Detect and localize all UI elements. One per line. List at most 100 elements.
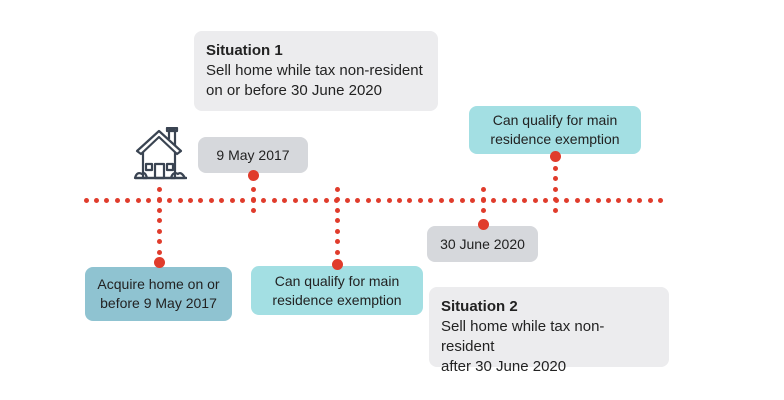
date-9-may-2017: 9 May 2017 — [198, 137, 308, 173]
timeline-marker — [549, 150, 561, 162]
timeline-dot — [177, 197, 183, 203]
timeline-dot — [574, 197, 580, 203]
timeline-dot — [459, 197, 465, 203]
timeline-dot — [491, 197, 497, 203]
timeline-dot — [146, 197, 152, 203]
timeline-dot — [250, 207, 256, 213]
timeline-dot — [250, 197, 256, 202]
timeline-dot — [616, 197, 622, 203]
timeline-dot — [156, 228, 162, 234]
timeline-marker — [331, 258, 343, 270]
timeline-marker — [153, 256, 165, 268]
timeline-dot — [449, 197, 455, 203]
situation-1-line1: Sell home while tax non-resident — [206, 62, 423, 79]
timeline-dot — [647, 197, 653, 203]
timeline-dot — [323, 197, 329, 203]
timeline-dot — [334, 239, 340, 244]
situation-1-box: Situation 1 Sell home while tax non-resi… — [194, 31, 438, 111]
acquire-line1: Acquire home on or — [97, 276, 220, 292]
timeline-dot — [188, 197, 193, 203]
timeline-dot — [344, 197, 350, 203]
acquire-line2: before 9 May 2017 — [100, 295, 217, 311]
timeline-marker — [247, 169, 259, 181]
timeline-dot — [156, 249, 162, 255]
timeline-dot — [240, 197, 246, 203]
timeline-dot — [501, 197, 507, 203]
timeline-dot — [198, 197, 204, 203]
timeline-dot — [480, 186, 486, 192]
situation-1-line2: on or before 30 June 2020 — [206, 82, 382, 99]
timeline-dot — [114, 197, 120, 203]
timeline-dot — [208, 197, 214, 203]
timeline-dot — [156, 239, 162, 244]
timeline-dot — [156, 218, 162, 223]
timeline-dot — [334, 218, 340, 223]
timeline-dot — [365, 197, 371, 203]
timeline-dot — [595, 197, 601, 203]
timeline-dot — [397, 197, 402, 203]
timeline-dot — [658, 197, 664, 203]
timeline-dot — [511, 197, 517, 203]
timeline-dot — [355, 197, 361, 203]
situation-2-title: Situation 2 — [441, 298, 518, 315]
timeline-dot — [552, 186, 558, 192]
timeline-dot — [302, 197, 308, 203]
timeline-dot — [334, 249, 340, 255]
timeline-dot — [543, 197, 549, 203]
timeline-dot — [271, 197, 277, 203]
exemption-lower-line1: Can qualify for main — [274, 272, 400, 289]
timeline-dot — [156, 207, 162, 213]
timeline-dot — [552, 165, 558, 171]
situation-2-line1: Sell home while tax non-resident — [441, 318, 605, 355]
timeline-dot — [564, 197, 570, 203]
timeline-dot — [229, 197, 235, 203]
exemption-upper-box: Can qualify for main residence exemption — [469, 106, 641, 154]
acquire-box: Acquire home on or before 9 May 2017 — [85, 267, 232, 321]
timeline-dot — [334, 207, 340, 213]
timeline-dot — [104, 197, 110, 203]
house-icon — [133, 127, 187, 180]
timeline-dot — [135, 197, 141, 203]
timeline-dot — [532, 197, 538, 203]
timeline-dot — [552, 197, 558, 202]
exemption-lower-box: Can qualify for main residence exemption — [251, 266, 423, 315]
timeline-dot — [93, 197, 99, 203]
exemption-upper-line2: residence exemption — [490, 131, 620, 147]
timeline-dot — [417, 197, 423, 203]
timeline-dot — [480, 207, 486, 213]
situation-2-box: Situation 2 Sell home while tax non-resi… — [429, 287, 669, 375]
timeline-dot — [438, 197, 444, 203]
timeline-dot — [125, 197, 131, 203]
timeline-dot — [480, 197, 486, 202]
date-30-june-2020: 30 June 2020 — [427, 226, 538, 262]
timeline-dot — [552, 207, 558, 213]
timeline-dot — [261, 197, 267, 203]
timeline-dot — [606, 197, 611, 203]
timeline-dot — [219, 197, 225, 203]
timeline-dot — [552, 176, 558, 181]
timeline-dot — [376, 197, 382, 203]
timeline-dot — [83, 197, 89, 203]
timeline-dot — [585, 197, 591, 203]
timeline-dot — [522, 197, 528, 203]
situation-2-line2: after 30 June 2020 — [441, 358, 567, 375]
timeline-dot — [334, 228, 340, 234]
date-30-june-2020-label: 30 June 2020 — [440, 235, 525, 252]
timeline-dot — [637, 197, 643, 203]
timeline-dot — [167, 197, 173, 203]
timeline-dot — [428, 197, 434, 203]
timeline-dot — [470, 197, 476, 203]
exemption-lower-line2: residence exemption — [272, 291, 402, 308]
timeline-dot — [386, 197, 392, 203]
date-9-may-2017-label: 9 May 2017 — [216, 146, 290, 163]
timeline-dot — [156, 186, 162, 192]
timeline-dot — [334, 186, 340, 192]
situation-1-title: Situation 1 — [206, 42, 283, 59]
timeline-dot — [282, 197, 288, 203]
timeline-dot — [334, 197, 340, 202]
timeline-dot — [250, 186, 256, 192]
timeline-marker — [477, 218, 489, 230]
exemption-upper-line1: Can qualify for main — [492, 112, 618, 128]
timeline-dot — [313, 197, 319, 203]
timeline-dot — [626, 197, 632, 203]
